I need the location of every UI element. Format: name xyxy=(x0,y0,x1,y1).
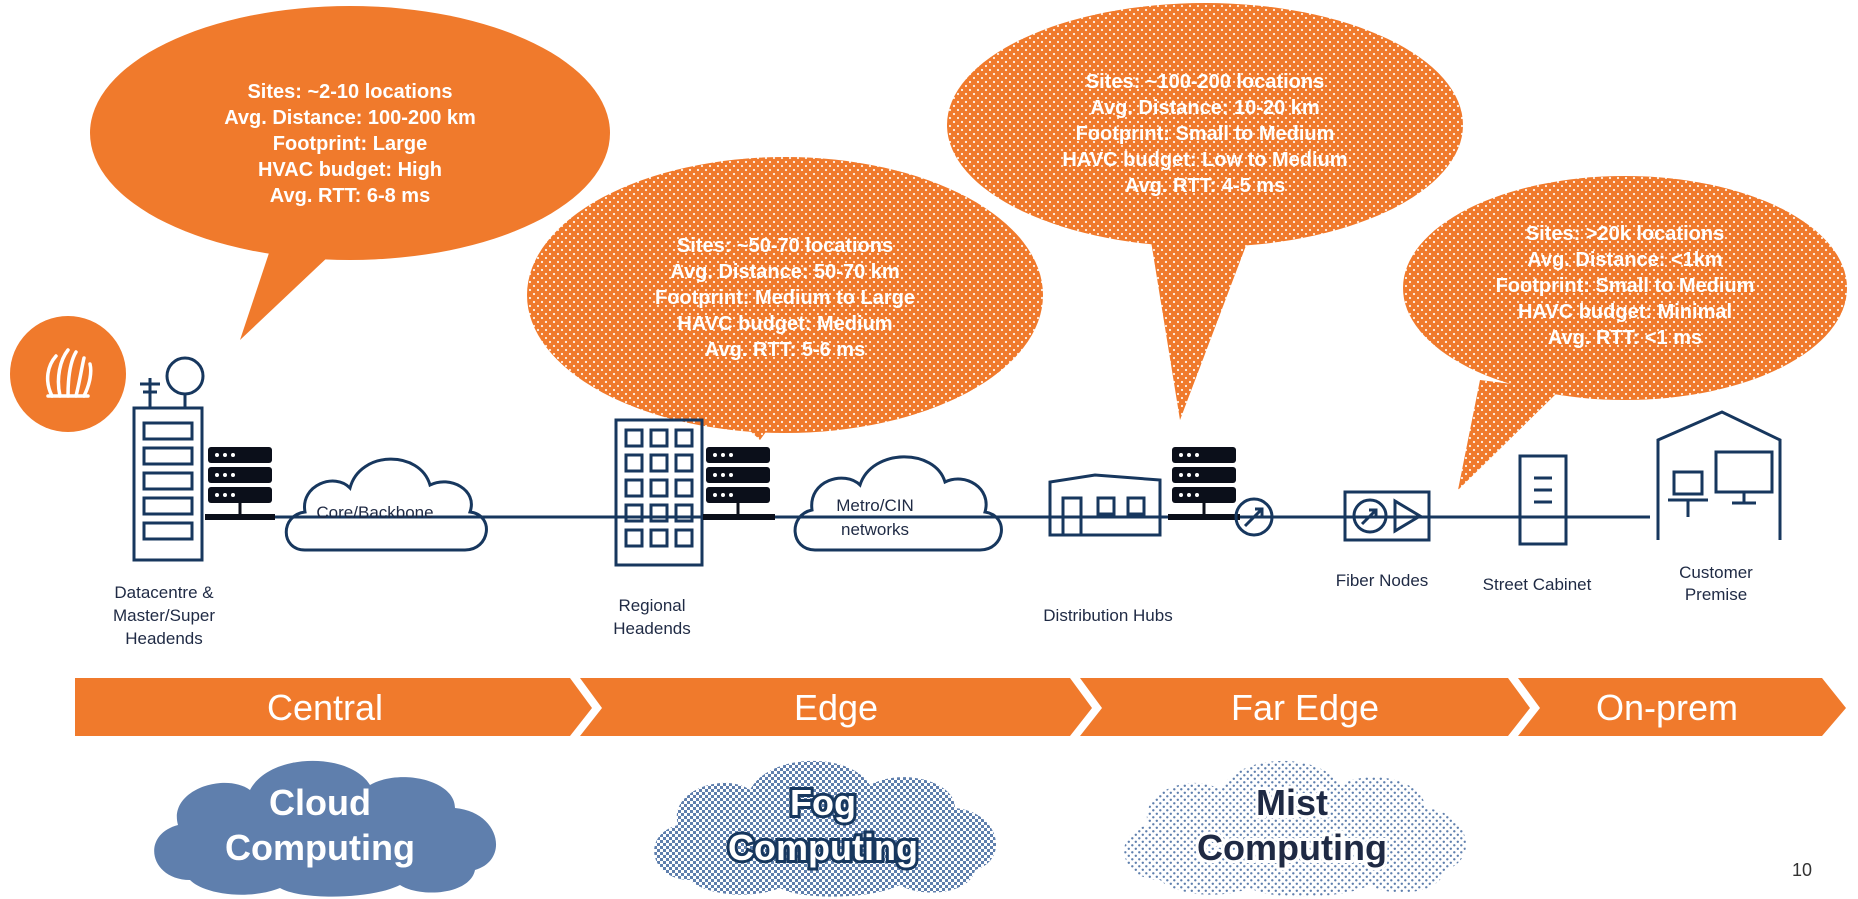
label-regional-line-1: Regional xyxy=(618,596,685,615)
tier-on-prem xyxy=(1518,678,1846,736)
cloud-computing: Cloud Computing xyxy=(154,760,497,897)
core-backbone-cloud: Core/Backbone xyxy=(284,457,488,552)
bubble-far-edge-line-5: Avg. RTT: 4-5 ms xyxy=(1125,175,1285,197)
bubble-on-prem: Sites: >20k locations Avg. Distance: <1k… xyxy=(1403,176,1847,490)
server-icon-central xyxy=(205,447,275,520)
bubble-far-edge-line-3: Footprint: Small to Medium xyxy=(1076,123,1335,145)
tier-edge-label: Edge xyxy=(794,687,878,728)
bubble-on-prem-line-5: Avg. RTT: <1 ms xyxy=(1548,327,1702,349)
metro-cin-label-line-1: Metro/CIN xyxy=(836,496,913,515)
tier-on-prem-label: On-prem xyxy=(1596,687,1738,728)
label-customer-line-2: Premise xyxy=(1685,585,1747,604)
label-distribution-hubs: Distribution Hubs xyxy=(1043,606,1172,625)
label-regional-line-2: Headends xyxy=(613,619,691,638)
cloud-computing-line-2: Computing xyxy=(225,827,415,868)
bubble-central-line-2: Avg. Distance: 100-200 km xyxy=(224,107,476,129)
label-street-cabinet: Street Cabinet xyxy=(1483,575,1592,594)
customer-house-icon xyxy=(1656,410,1782,540)
bubble-edge-line-2: Avg. Distance: 50-70 km xyxy=(670,261,899,283)
metro-cin-label-line-2: networks xyxy=(841,520,909,539)
bubble-far-edge: Sites: ~100-200 locations Avg. Distance:… xyxy=(947,3,1463,420)
tier-far-edge xyxy=(1080,678,1530,736)
bubble-edge-line-3: Footprint: Medium to Large xyxy=(655,287,915,309)
regional-building-icon xyxy=(614,418,704,567)
bubble-far-edge-line-4: HAVC budget: Low to Medium xyxy=(1062,149,1347,171)
bubble-central-line-5: Avg. RTT: 6-8 ms xyxy=(270,185,430,207)
distribution-hub-icon xyxy=(1048,473,1162,537)
bubble-edge-line-1: Sites: ~50-70 locations xyxy=(677,235,893,257)
core-backbone-label: Core/Backbone xyxy=(316,503,433,522)
mist-computing: Mist Computing xyxy=(1124,760,1467,897)
mist-computing-line-1: Mist xyxy=(1256,782,1328,823)
bubble-far-edge-line-1: Sites: ~100-200 locations xyxy=(1086,71,1324,93)
label-datacentre-line-2: Master/Super xyxy=(113,606,215,625)
bubble-on-prem-line-2: Avg. Distance: <1km xyxy=(1527,249,1722,271)
street-cabinet-icon xyxy=(1518,454,1568,546)
label-datacentre-line-3: Headends xyxy=(125,629,203,648)
bubble-central-line-4: HVAC budget: High xyxy=(258,159,442,181)
cloud-computing-line-1: Cloud xyxy=(269,782,371,823)
bubble-on-prem-line-4: HAVC budget: Minimal xyxy=(1518,301,1732,323)
bubble-edge-line-4: HAVC budget: Medium xyxy=(677,313,892,335)
metro-cin-cloud: Metro/CIN networks xyxy=(793,455,1003,552)
tier-edge xyxy=(580,678,1092,736)
server-icon-far-edge xyxy=(1168,447,1240,520)
bubble-far-edge-line-2: Avg. Distance: 10-20 km xyxy=(1090,97,1319,119)
tier-central xyxy=(75,678,592,736)
tier-central-label: Central xyxy=(267,687,383,728)
brand-logo xyxy=(10,316,126,432)
datacentre-icon xyxy=(132,356,205,562)
label-fiber-nodes: Fiber Nodes xyxy=(1336,571,1429,590)
tier-band: Central Edge Far Edge On-prem xyxy=(75,678,1846,736)
bubble-edge: Sites: ~50-70 locations Avg. Distance: 5… xyxy=(527,157,1043,440)
fiber-node-icon xyxy=(1343,490,1431,542)
bubble-central-line-1: Sites: ~2-10 locations xyxy=(247,81,452,103)
fog-computing-line-2: Computing xyxy=(728,827,918,868)
label-customer-line-1: Customer xyxy=(1679,563,1753,582)
page-number: 10 xyxy=(1792,860,1812,880)
fog-computing: Fog Computing xyxy=(654,760,997,897)
bubble-central-line-3: Footprint: Large xyxy=(273,133,427,155)
bubble-on-prem-line-3: Footprint: Small to Medium xyxy=(1496,275,1755,297)
label-datacentre-line-1: Datacentre & xyxy=(114,583,214,602)
bubble-central: Sites: ~2-10 locations Avg. Distance: 10… xyxy=(90,6,610,340)
bubble-edge-line-5: Avg. RTT: 5-6 ms xyxy=(705,339,865,361)
mist-computing-line-2: Computing xyxy=(1197,827,1387,868)
fog-computing-line-1: Fog xyxy=(790,782,856,823)
bubble-on-prem-line-1: Sites: >20k locations xyxy=(1526,223,1724,245)
node-labels: Datacentre & Master/Super Headends Regio… xyxy=(113,563,1753,648)
tier-far-edge-label: Far Edge xyxy=(1231,687,1379,728)
server-icon-edge xyxy=(703,447,775,520)
optical-transceiver-icon xyxy=(1234,497,1274,537)
